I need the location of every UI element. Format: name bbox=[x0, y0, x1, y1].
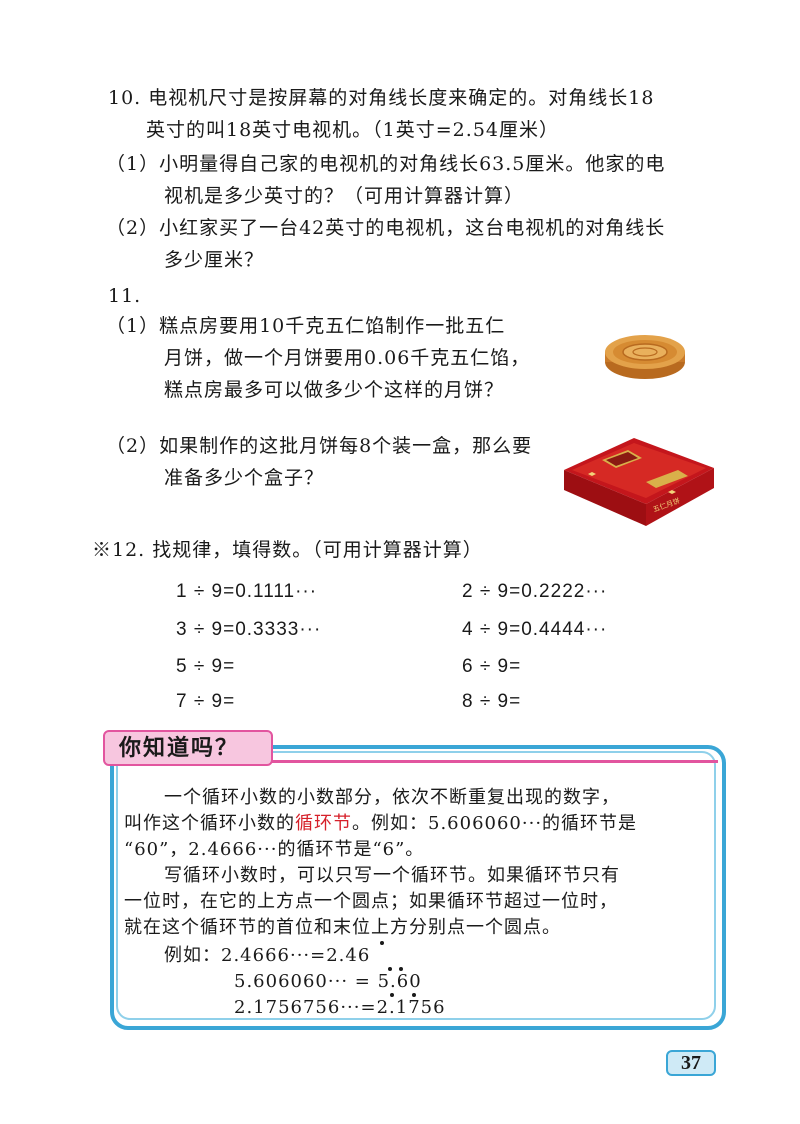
q11-part1-line-2: 月饼，做一个月饼要用0.06千克五仁馅， bbox=[164, 347, 531, 369]
q11-part2-line-2: 准备多少个盒子？ bbox=[164, 467, 325, 489]
know-line-6: 就在这个循环节的首位和末位上方分别点一个圆点。 bbox=[124, 917, 561, 938]
example-3: 2.1756756···=2.1756 bbox=[234, 997, 446, 1018]
q10-line-1: 10. 电视机尺寸是按屏幕的对角线长度来确定的。对角线长18 bbox=[108, 87, 655, 109]
know-line-4: 写循环小数时，可以只写一个循环节。如果循环节只有 bbox=[164, 865, 620, 886]
q12-item-6: 6 ÷ 9= bbox=[462, 656, 522, 677]
did-you-know-title: 你知道吗？ bbox=[103, 730, 273, 766]
example-1: 例如：2.4666···=2.46 bbox=[164, 945, 371, 966]
q11-number: 11. bbox=[108, 285, 142, 307]
know-line-5: 一位时，在它的上方点一个圆点；如果循环节超过一位时， bbox=[124, 891, 618, 912]
q11-part1-line-3: 糕点房最多可以做多少个这样的月饼？ bbox=[164, 379, 505, 401]
mooncake-gift-box-image: 五仁月饼 bbox=[564, 438, 714, 526]
q12-item-8: 8 ÷ 9= bbox=[462, 691, 522, 712]
recurring-dot bbox=[390, 993, 394, 997]
know-line-3: “60”，2.4666···的循环节是“6”。 bbox=[124, 839, 425, 860]
q12-heading: ※12. 找规律，填得数。（可用计算器计算） bbox=[92, 539, 483, 561]
q12-item-7: 7 ÷ 9= bbox=[176, 691, 236, 712]
know-line-2-end: 。例如：5.606060···的循环节是 bbox=[352, 813, 638, 834]
q12-item-4: 4 ÷ 9=0.4444··· bbox=[462, 619, 608, 640]
q10-part1-line-2: 视机是多少英寸的？（可用计算器计算） bbox=[164, 185, 525, 207]
q12-item-5: 5 ÷ 9= bbox=[176, 656, 236, 677]
example-2: 5.606060··· = 5.60 bbox=[234, 971, 422, 992]
q12-item-3: 3 ÷ 9=0.3333··· bbox=[176, 619, 322, 640]
recurring-dot bbox=[380, 941, 384, 945]
cycle-term: 循环节 bbox=[295, 813, 352, 834]
q10-line-2: 英寸的叫18英寸电视机。（1英寸=2.54厘米） bbox=[146, 119, 559, 141]
title-underline bbox=[270, 760, 718, 763]
page-number: 37 bbox=[666, 1050, 716, 1076]
know-line-2-start: 叫作这个循环小数的 bbox=[124, 813, 295, 834]
did-you-know-box bbox=[110, 745, 726, 1030]
did-you-know-inner-border bbox=[116, 751, 716, 1020]
recurring-dot bbox=[388, 967, 392, 971]
q12-item-2: 2 ÷ 9=0.2222··· bbox=[462, 581, 608, 602]
q10-part1-line-1: （1）小明量得自己家的电视机的对角线长63.5厘米。他家的电 bbox=[106, 153, 666, 175]
q10-part2-line-1: （2）小红家买了一台42英寸的电视机，这台电视机的对角线长 bbox=[106, 217, 666, 239]
mooncake-image bbox=[605, 335, 685, 379]
q11-part2-line-1: （2）如果制作的这批月饼每8个装一盒，那么要 bbox=[106, 435, 533, 457]
know-line-1: 一个循环小数的小数部分，依次不断重复出现的数字， bbox=[164, 787, 620, 808]
know-line-2: 叫作这个循环小数的循环节。例如：5.606060···的循环节是 bbox=[124, 812, 637, 836]
recurring-dot bbox=[399, 967, 403, 971]
q11-part1-line-1: （1）糕点房要用10千克五仁馅制作一批五仁 bbox=[106, 315, 506, 337]
q10-part2-line-2: 多少厘米？ bbox=[164, 249, 265, 271]
q12-item-1: 1 ÷ 9=0.1111··· bbox=[176, 581, 318, 602]
recurring-dot bbox=[412, 993, 416, 997]
